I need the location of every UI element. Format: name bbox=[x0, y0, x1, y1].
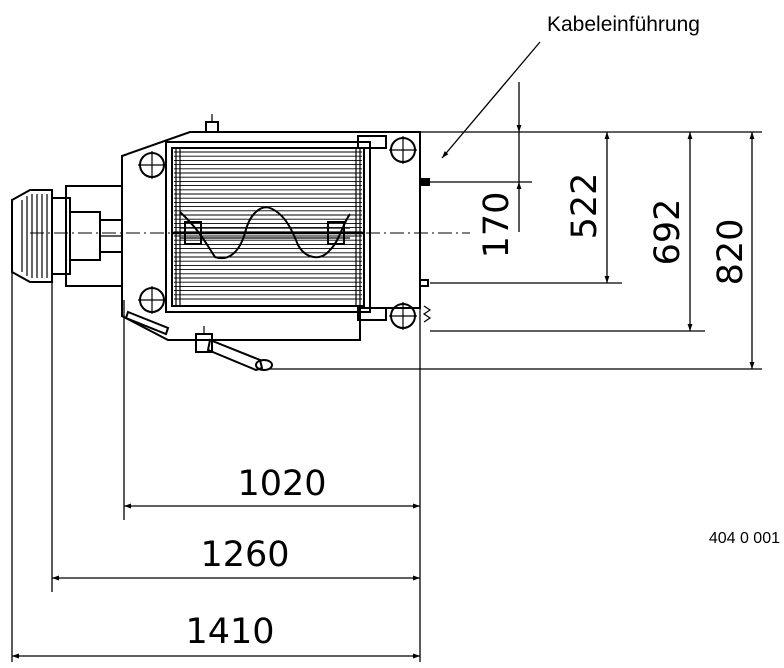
cable-entry-leader bbox=[441, 41, 541, 159]
clamp bbox=[357, 135, 387, 321]
bolt-icon bbox=[389, 302, 417, 330]
bolt-icon bbox=[389, 136, 417, 164]
motor bbox=[11, 185, 123, 287]
dimension-value-820: 820 bbox=[711, 219, 751, 286]
extension-lines bbox=[11, 131, 762, 662]
handle-lever bbox=[124, 310, 273, 372]
bolt-icon bbox=[138, 286, 166, 314]
drum-grate bbox=[172, 148, 364, 306]
horizontal-dimension-lines bbox=[12, 503, 420, 659]
dimension-value-522: 522 bbox=[565, 173, 605, 240]
vertical-dimension-lines bbox=[516, 82, 755, 369]
dimension-value-170: 170 bbox=[477, 192, 517, 259]
dimension-value-1260: 1260 bbox=[200, 535, 289, 575]
dimension-value-1020: 1020 bbox=[237, 464, 326, 504]
dimension-value-1410: 1410 bbox=[185, 612, 274, 652]
cable-entry-stub bbox=[419, 178, 432, 323]
drawing-number: 404 0 001 bbox=[709, 530, 780, 547]
dimension-value-692: 692 bbox=[648, 199, 688, 266]
cable-entry-label: Kabeleinführung bbox=[547, 13, 700, 36]
bolt-icon bbox=[138, 151, 166, 179]
